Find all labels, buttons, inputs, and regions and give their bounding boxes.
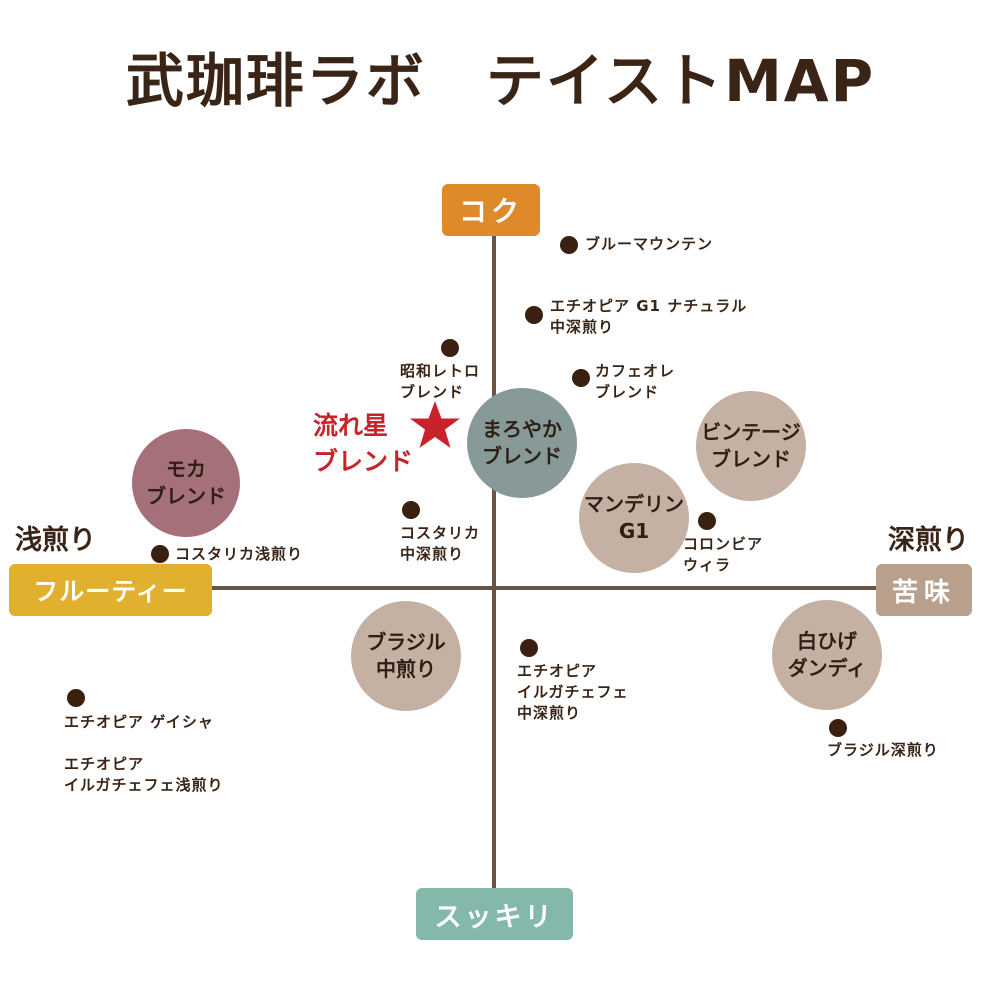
dot-ethiopia-g1-natural [525,306,543,324]
label-blue-mountain: ブルーマウンテン [585,235,714,253]
dot-costa-rica-light [151,545,169,563]
light-roast-label: 浅煎り [15,525,96,556]
axis-label-bottom: スッキリ [416,888,573,940]
axis-label-left: フルーティー [9,564,212,616]
circle-mandheling-g1: マンデリン G1 [579,463,689,573]
circle-maroyaka-blend: まろやか ブレンド [467,388,577,498]
dot-colombia-huila [698,512,716,530]
dot-costa-rica-medium-dark [402,501,420,519]
label-cafe-au-lait-blend: カフェオレ ブレンド [595,362,676,401]
dot-ethiopia-yirgacheffe-medium-dark [520,639,538,657]
featured-blend-label: 流れ星 ブレンド [313,411,414,476]
vertical-axis [492,232,496,892]
star-icon [410,401,460,448]
dot-brazil-dark [829,719,847,737]
dot-cafe-au-lait-blend [572,369,590,387]
label-costa-rica-light: コスタリカ浅煎り [175,545,304,563]
dot-showa-retro-blend [441,339,459,357]
label-colombia-huila: コロンビア ウィラ [683,535,764,574]
dot-blue-mountain [560,236,578,254]
page-title: 武珈琲ラボ テイストMAP [125,47,876,115]
dot-ethiopia-geisha [67,689,85,707]
axis-label-right: 苦味 [876,564,972,616]
circle-brazil-medium: ブラジル 中煎り [351,601,461,711]
horizontal-axis [212,586,878,590]
label-ethiopia-geisha: エチオピア ゲイシャ エチオピア イルガチェフェ浅煎り [64,713,224,794]
label-costa-rica-medium-dark: コスタリカ 中深煎り [400,524,481,563]
axis-label-top: コク [442,184,540,236]
label-ethiopia-yirgacheffe-medium-dark: エチオピア イルガチェフェ 中深煎り [517,662,629,722]
label-showa-retro-blend: 昭和レトロ ブレンド [400,362,481,401]
circle-shirohige-dandy: 白ひげ ダンディ [772,600,882,710]
label-ethiopia-g1-natural: エチオピア G1 ナチュラル 中深煎り [550,297,748,336]
label-brazil-dark: ブラジル深煎り [827,741,939,759]
dark-roast-label: 深煎り [888,525,969,556]
star-shape [410,401,460,448]
circle-moka-blend: モカ ブレンド [132,429,240,537]
circle-vintage-blend: ビンテージ ブレンド [696,391,806,501]
